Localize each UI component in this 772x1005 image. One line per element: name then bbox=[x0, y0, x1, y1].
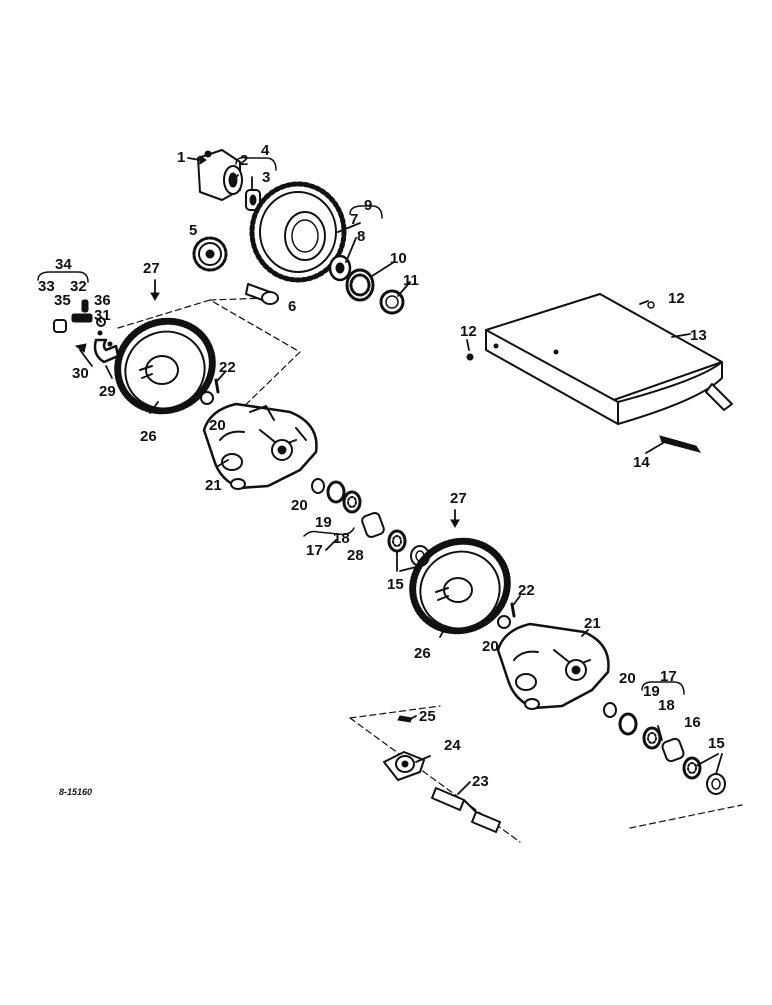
callout-15-upper: 15 bbox=[387, 576, 404, 593]
callout-1: 1 bbox=[177, 149, 185, 166]
bolt-part-25 bbox=[397, 715, 413, 723]
screw-part-12-left bbox=[466, 353, 474, 361]
small-hardware-parts-31-36 bbox=[53, 299, 106, 336]
brace-lines bbox=[37, 156, 685, 695]
washer-part-20-lower-a bbox=[497, 615, 511, 629]
callout-7: 7 bbox=[350, 211, 358, 228]
callout-4: 4 bbox=[261, 142, 270, 159]
callout-16: 16 bbox=[684, 714, 701, 731]
callout-22-lower: 22 bbox=[518, 582, 535, 599]
callout-21-upper: 21 bbox=[205, 477, 222, 494]
callout-26-lower: 26 bbox=[414, 645, 431, 662]
callout-3: 3 bbox=[262, 169, 270, 186]
large-gear-part-7 bbox=[249, 181, 347, 283]
callout-17-upper: 17 bbox=[306, 542, 323, 559]
callout-20-b: 20 bbox=[291, 497, 308, 514]
gear-wheel-part-26-upper bbox=[114, 317, 216, 415]
washer-part-20-upper-b bbox=[311, 478, 325, 494]
callout-20-a: 20 bbox=[209, 417, 226, 434]
leader-lines bbox=[79, 155, 723, 795]
callout-12-right: 12 bbox=[668, 290, 685, 307]
pin-part-22-lower bbox=[510, 602, 516, 618]
bearing-block-part-24 bbox=[383, 751, 425, 781]
bearing-part-15-lower bbox=[682, 756, 702, 780]
spacer-part-28 bbox=[361, 511, 385, 539]
callout-24: 24 bbox=[444, 737, 461, 754]
shaft-part-23 bbox=[431, 787, 501, 833]
callout-19-lower: 19 bbox=[643, 683, 660, 700]
cover-plate-part-13 bbox=[485, 293, 733, 425]
seal-part-19-upper bbox=[326, 480, 346, 504]
spacer-part-16 bbox=[661, 737, 685, 763]
callout-20-d: 20 bbox=[619, 670, 636, 687]
callout-18-upper: 18 bbox=[333, 530, 350, 547]
dashed-enclosure-upper bbox=[117, 297, 301, 421]
callout-27-lower: 27 bbox=[450, 490, 467, 507]
callout-2: 2 bbox=[240, 152, 248, 169]
callout-14: 14 bbox=[633, 454, 650, 471]
callout-27-upper: 27 bbox=[143, 260, 160, 277]
housing-part-21-lower bbox=[496, 622, 610, 710]
gear-wheel-part-26-lower bbox=[409, 537, 511, 635]
washer-part-20-lower-b bbox=[603, 702, 617, 718]
screw-part-30 bbox=[74, 343, 87, 353]
bearing-part-18-upper bbox=[342, 490, 362, 514]
bearing-part-18-lower bbox=[642, 726, 662, 750]
callout-23: 23 bbox=[472, 773, 489, 790]
callout-11: 11 bbox=[403, 272, 419, 289]
callout-36: 36 bbox=[94, 292, 111, 309]
callout-31: 31 bbox=[94, 307, 111, 324]
callout-21-lower: 21 bbox=[584, 615, 601, 632]
callout-33: 33 bbox=[38, 278, 55, 295]
callout-30: 30 bbox=[72, 365, 89, 382]
callout-25: 25 bbox=[419, 708, 436, 725]
screw-part-12-right bbox=[647, 301, 655, 309]
bracket-part-1 bbox=[197, 149, 243, 201]
bearing-part-15-upper bbox=[387, 529, 407, 553]
bushing-part-8 bbox=[328, 254, 352, 282]
washer-part-15-lower bbox=[706, 773, 726, 795]
clip-part-14 bbox=[659, 435, 702, 453]
washer-part-20-upper-a bbox=[200, 391, 214, 405]
pin-part-22-upper bbox=[214, 378, 220, 394]
callout-labels: 1 2 3 4 5 6 7 8 9 10 11 12 12 13 14 15 1… bbox=[38, 142, 725, 797]
callout-6: 6 bbox=[288, 298, 296, 315]
callout-29: 29 bbox=[99, 383, 116, 400]
seal-part-19-lower bbox=[618, 712, 638, 736]
callout-35: 35 bbox=[54, 292, 71, 309]
callout-5: 5 bbox=[189, 222, 197, 239]
callout-8: 8 bbox=[357, 228, 365, 245]
drawing-code: 8-15160 bbox=[59, 787, 92, 797]
bushing-part-3 bbox=[245, 189, 261, 211]
callout-26-upper: 26 bbox=[140, 428, 157, 445]
callout-20-c: 20 bbox=[482, 638, 499, 655]
callout-12-left: 12 bbox=[460, 323, 477, 340]
callout-34: 34 bbox=[55, 256, 72, 273]
callout-19-upper: 19 bbox=[315, 514, 332, 531]
pinion-gear-part-5 bbox=[192, 236, 228, 272]
callout-9: 9 bbox=[364, 197, 372, 214]
callout-22-upper: 22 bbox=[219, 359, 236, 376]
callout-17-lower: 17 bbox=[660, 668, 677, 685]
shaft-part-6 bbox=[245, 283, 279, 305]
callout-10: 10 bbox=[390, 250, 407, 267]
housing-part-21-upper bbox=[202, 402, 318, 490]
latch-assembly-part-29 bbox=[93, 338, 120, 364]
callout-13: 13 bbox=[690, 327, 707, 344]
callout-15-lower: 15 bbox=[708, 735, 725, 752]
bearing-part-10 bbox=[345, 268, 375, 302]
callout-32: 32 bbox=[70, 278, 87, 295]
callout-18-lower: 18 bbox=[658, 697, 675, 714]
callout-28: 28 bbox=[347, 547, 364, 564]
